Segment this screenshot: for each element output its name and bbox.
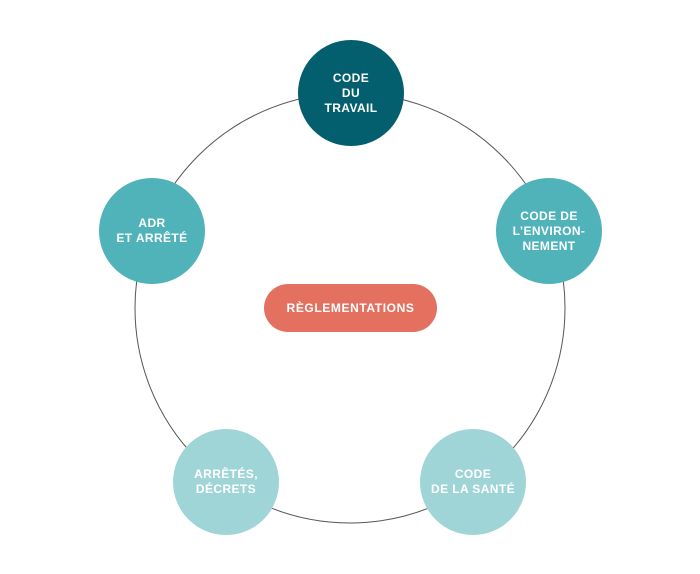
node-adr-et-arrete: ADR ET ARRÊTÉ	[99, 178, 205, 284]
node-code-de-la-sante: CODE DE LA SANTÉ	[420, 429, 526, 535]
node-label-adr-et-arrete: ADR ET ARRÊTÉ	[116, 216, 188, 245]
node-code-de-l-environnement: CODE DE L’ENVIRON- NEMENT	[496, 178, 602, 284]
node-label-code-du-travail: CODE DU TRAVAIL	[324, 70, 378, 115]
center-reglementations-label: RÈGLEMENTATIONS	[286, 301, 415, 315]
node-label-code-de-l-environnement: CODE DE L’ENVIRON- NEMENT	[512, 208, 586, 253]
node-label-code-de-la-sante: CODE DE LA SANTÉ	[431, 467, 515, 496]
node-label-arretes-decrets: ARRÊTÉS, DÉCRETS	[194, 467, 258, 496]
center-reglementations-pill: RÈGLEMENTATIONS	[264, 284, 437, 332]
node-arretes-decrets: ARRÊTÉS, DÉCRETS	[173, 429, 279, 535]
node-code-du-travail: CODE DU TRAVAIL	[298, 40, 404, 146]
